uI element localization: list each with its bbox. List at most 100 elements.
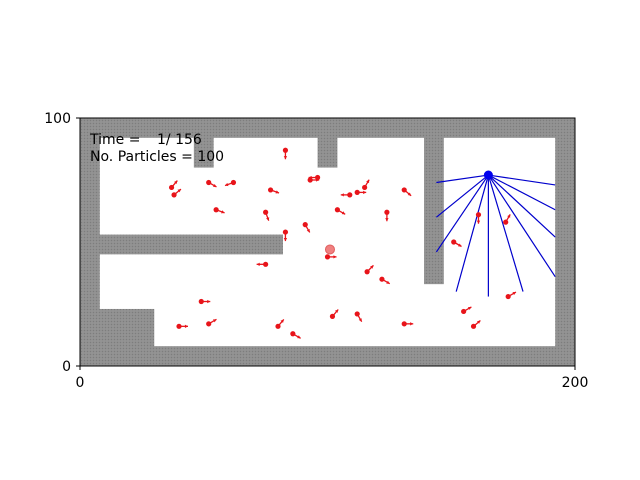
particle-arrowhead [370, 265, 374, 269]
particle-13 [334, 207, 346, 215]
particle-arrowhead [212, 319, 217, 323]
particle-10 [308, 174, 321, 181]
laser-beam-6 [487, 174, 556, 278]
particle-dot [329, 313, 336, 319]
particle-dot [401, 321, 407, 327]
particle-11 [213, 207, 225, 214]
particle-arrowhead [334, 309, 339, 313]
map-wall-4 [80, 234, 283, 255]
particle-dot [168, 184, 175, 191]
particle-dot [401, 187, 407, 193]
particle-arrowhead [184, 324, 188, 328]
particle-dot [302, 222, 308, 228]
particle-18 [475, 212, 482, 224]
particle-arrowhead [224, 182, 229, 187]
particle-arrowhead [476, 220, 481, 224]
particle-dot [198, 298, 204, 305]
axes: 100 0 0 200 [44, 111, 588, 391]
laser-beam-3 [455, 174, 489, 292]
pose-estimate-marker [324, 244, 335, 255]
particle-dot [290, 331, 296, 337]
particle-8 [362, 179, 370, 191]
particle-33 [461, 306, 472, 315]
particle-0 [282, 147, 289, 160]
particle-5 [206, 179, 217, 188]
particle-arrowhead [410, 322, 414, 326]
particle-arrowhead [476, 320, 481, 324]
particle-dot [503, 219, 509, 225]
particle-dot [354, 311, 360, 317]
particle-arrowhead [177, 189, 181, 193]
particle-22 [256, 261, 269, 267]
particle-arrowhead [467, 306, 472, 310]
particle-arrowhead [212, 183, 217, 187]
laser-beam-0 [436, 174, 489, 184]
y-tick-label-bottom: 0 [62, 359, 71, 375]
particle-arrowhead [385, 218, 389, 222]
map-wall-5 [80, 308, 155, 366]
particle-dot [470, 323, 477, 329]
particle-arrowhead [308, 175, 312, 180]
particle-arrowhead [358, 318, 362, 322]
particle-dot [384, 209, 390, 215]
particle-arrowhead [363, 190, 367, 195]
map-wall-6 [193, 118, 214, 168]
particle-27 [354, 311, 363, 323]
x-tick-label-left: 0 [76, 375, 85, 391]
map-wall-8 [424, 118, 444, 285]
particle-dot [263, 261, 269, 267]
particle-16 [282, 229, 289, 242]
time-label: Time = [89, 132, 140, 148]
particle-dot [282, 147, 289, 153]
laser-beams [435, 174, 556, 297]
laser-beam-9 [488, 174, 556, 186]
particle-dot [282, 229, 289, 235]
laser-beam-2 [435, 174, 489, 253]
plot-area [79, 117, 576, 367]
particle-31 [275, 319, 285, 329]
particle-dot [461, 308, 467, 315]
particle-32 [290, 331, 301, 339]
time-value: 1/ 156 [157, 132, 202, 148]
particle-25 [198, 298, 211, 305]
particle-arrowhead [386, 280, 390, 284]
particle-6 [267, 187, 280, 194]
particle-arrowhead [340, 193, 344, 197]
x-tick-label-right: 200 [562, 375, 589, 391]
particle-15 [302, 222, 311, 233]
particle-30 [206, 318, 217, 327]
particle-dot [263, 209, 269, 215]
particle-19 [503, 214, 511, 225]
particle-23 [364, 264, 374, 275]
map-walls [80, 118, 575, 366]
particle-12 [263, 209, 270, 221]
particle-dot [354, 189, 360, 195]
particle-arrowhead [275, 190, 280, 194]
particle-arrowhead [306, 228, 310, 233]
particle-21 [324, 254, 337, 260]
laser-beam-5 [487, 174, 524, 292]
particle-dot [206, 179, 212, 186]
particle-arrowhead [341, 211, 346, 215]
particle-dot [275, 323, 281, 329]
particle-dot [334, 207, 340, 213]
particles-count-label: No. Particles = 100 [90, 149, 224, 165]
particle-arrowhead [458, 243, 462, 247]
particle-dot [364, 269, 370, 275]
particle-4 [171, 188, 182, 198]
laser-beam-8 [488, 174, 556, 211]
particle-dot [362, 184, 368, 191]
particle-dot [213, 207, 219, 213]
info-overlay: Time = 1/ 156 No. Particles = 100 [89, 132, 224, 165]
particle-dot [230, 179, 237, 186]
particle-arrowhead [507, 214, 511, 218]
particle-9 [401, 187, 412, 197]
particle-arrowhead [512, 292, 516, 296]
particle-28 [401, 321, 414, 327]
particle-arrowhead [366, 179, 370, 184]
particles [168, 147, 517, 339]
map-wall-0 [80, 346, 575, 366]
laser-beam-7 [487, 174, 556, 238]
particle-24 [379, 276, 391, 285]
